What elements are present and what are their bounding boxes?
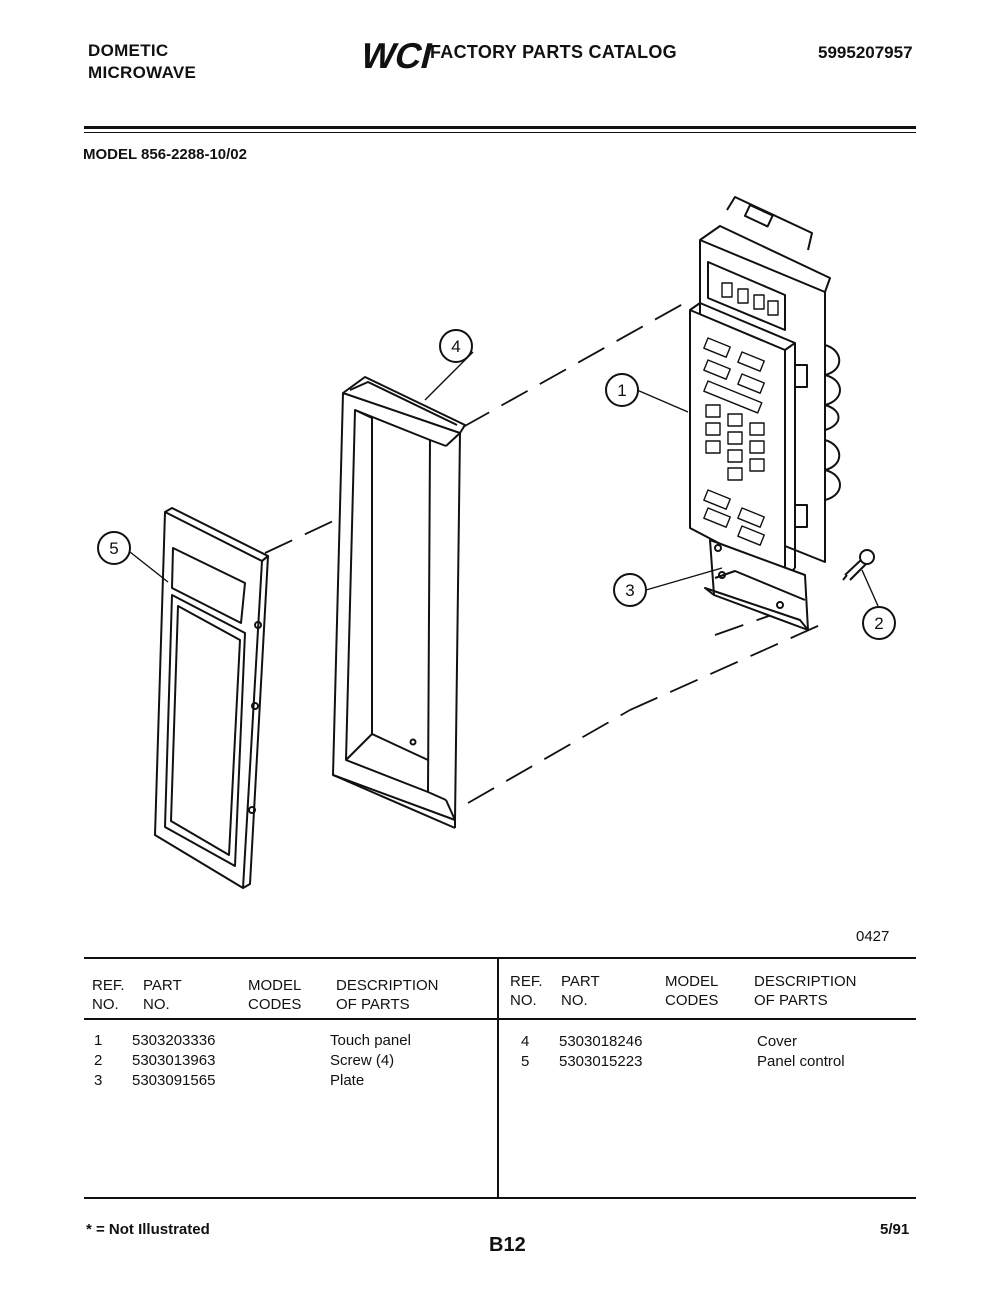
table-row: 1 — [94, 1032, 103, 1049]
part-description: Touch panel — [330, 1032, 411, 1049]
header-rule-thick — [84, 126, 916, 129]
svg-text:2: 2 — [874, 614, 883, 633]
header-rule-thin — [84, 132, 916, 133]
logo-text: WCI — [357, 36, 433, 75]
callout-4: 4 — [439, 329, 473, 363]
revision-date: 5/91 — [880, 1221, 910, 1238]
model-number: MODEL 856-2288-10/02 — [83, 146, 247, 163]
part-description: Plate — [330, 1072, 365, 1089]
callout-3: 3 — [613, 573, 647, 607]
svg-text:1: 1 — [617, 381, 626, 400]
exploded-diagram: 1 2 3 4 5 — [97, 196, 896, 889]
table-bottom-rule — [84, 1197, 916, 1199]
table-row: 4 — [521, 1033, 530, 1050]
brand-name: DOMETIC — [88, 41, 169, 60]
panel-control-part — [154, 507, 269, 889]
wci-logo: WCI — [355, 35, 437, 80]
svg-text:3: 3 — [625, 581, 634, 600]
catalog-number: 5995207957 — [818, 43, 913, 62]
table-row: 5 — [521, 1053, 530, 1070]
table-row: 3 — [94, 1072, 103, 1089]
catalog-title: FACTORY PARTS CATALOG — [430, 42, 677, 62]
svg-text:5: 5 — [109, 539, 118, 558]
drawing-code: 0427 — [856, 928, 890, 945]
part-number: 5303203336 — [132, 1032, 216, 1049]
part-number: 5303091565 — [132, 1072, 216, 1089]
header-ref-no: REF.NO. — [92, 977, 125, 1013]
callout-2: 2 — [862, 606, 896, 640]
not-illustrated-note: * = Not Illustrated — [86, 1221, 210, 1238]
table-row: 2 — [94, 1052, 103, 1069]
table-top-rule — [84, 957, 916, 959]
keypad-buttons — [703, 337, 765, 546]
brand-block: DOMETIC MICROWAVE — [88, 40, 196, 84]
table-header-rule — [84, 1018, 916, 1020]
cover-part — [332, 376, 466, 829]
part-description: Cover — [757, 1033, 798, 1050]
callout-5: 5 — [97, 531, 131, 565]
svg-text:4: 4 — [451, 337, 460, 356]
plate-part — [704, 539, 809, 631]
part-number: 5303013963 — [132, 1052, 216, 1069]
part-description: Panel control — [757, 1053, 845, 1070]
part-number: 5303015223 — [559, 1053, 643, 1070]
screw-part — [842, 549, 875, 581]
callout-1: 1 — [605, 373, 639, 407]
page-number: B12 — [489, 1234, 526, 1256]
table-center-divider — [497, 958, 499, 1198]
touch-panel-part — [689, 196, 841, 579]
part-number: 5303018246 — [559, 1033, 643, 1050]
header-ref-no-right: REF.NO. — [510, 973, 543, 1009]
part-description: Screw (4) — [330, 1052, 395, 1069]
product-type: MICROWAVE — [88, 63, 197, 82]
